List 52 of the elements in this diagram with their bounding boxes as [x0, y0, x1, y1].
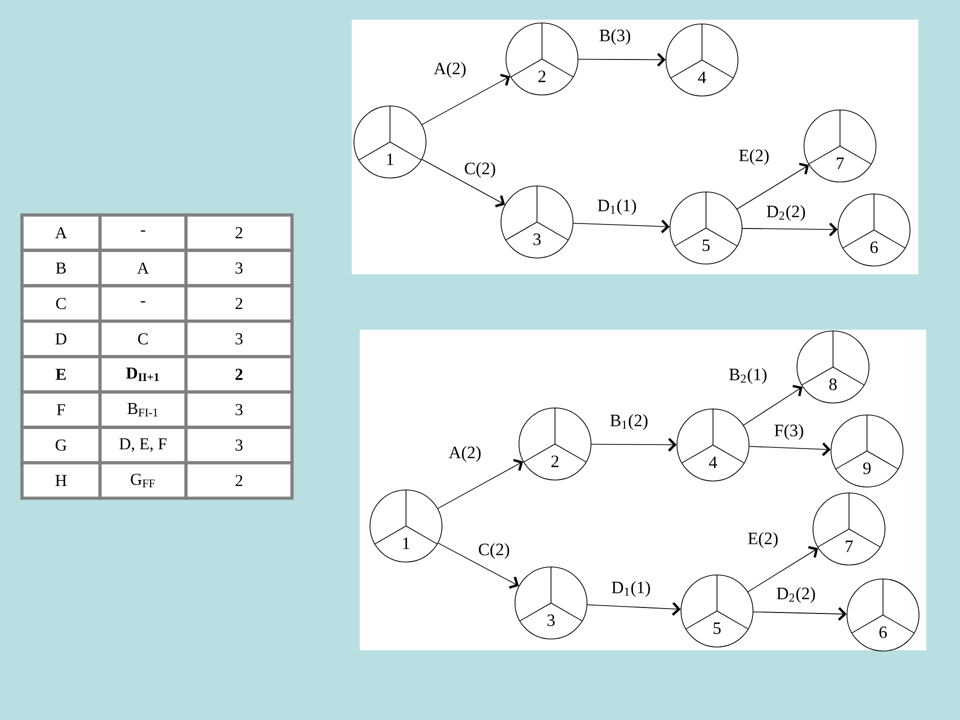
arrow: [578, 52, 666, 67]
table-cell: D$_{II+1}$: [98, 355, 188, 394]
table-cell: 3: [184, 426, 294, 464]
table-cell: H: [20, 461, 102, 500]
edge-label: B$_{1}$(2): [608, 412, 650, 432]
edge-label: B(3): [598, 28, 632, 46]
table-cell: 3: [184, 320, 294, 358]
table-cell: B$_{FI-1}$: [98, 390, 188, 429]
table-cell: A: [20, 213, 102, 252]
edge-label: B$_{2}$(1): [727, 366, 769, 386]
edge-label: D$_{1}$(1): [610, 580, 652, 598]
arrow: [438, 542, 519, 589]
arrow: [753, 607, 847, 621]
table-cell: B: [20, 248, 102, 288]
table-cell: 3: [184, 248, 294, 288]
table-cell: C: [20, 284, 102, 323]
table-cell: D, E, F: [98, 426, 188, 464]
edge-label: E(2): [737, 148, 771, 166]
edge-label: E(2): [746, 530, 780, 550]
arrow: [736, 162, 809, 210]
arrow: [742, 222, 838, 236]
edge-label: A(2): [447, 444, 483, 464]
edge-label: D$_{2}$(2): [764, 204, 808, 222]
arrow: [586, 602, 681, 616]
table-cell: -: [98, 284, 188, 323]
table-cell: A: [98, 248, 188, 288]
edge-label: C(2): [476, 542, 512, 560]
edge-label: F(3): [772, 422, 806, 442]
arrow: [422, 159, 506, 208]
arrow: [438, 458, 524, 509]
table-cell: G: [20, 426, 102, 464]
table-cell: -: [98, 213, 188, 252]
edge-label: D$_{2}$(2): [774, 586, 818, 604]
table-cell: 2: [184, 284, 294, 323]
table-cell: 2: [184, 461, 294, 500]
arrow: [591, 438, 677, 452]
table-cell: F: [20, 390, 102, 429]
table-cell: 2: [184, 213, 294, 252]
edge-label: A(2): [432, 60, 468, 80]
arrow: [743, 384, 802, 426]
table-cell: G$_{FF}$: [98, 461, 188, 500]
arrow: [422, 74, 510, 125]
arrow: [748, 442, 831, 456]
table-cell: 2: [184, 355, 294, 394]
edge-label: C(2): [462, 160, 498, 180]
table-cell: C: [98, 320, 188, 358]
table-cell: 3: [184, 390, 294, 429]
arrow: [748, 546, 818, 592]
table-cell: D: [20, 320, 102, 358]
arrow: [572, 220, 670, 234]
edge-label: D$_{1}$(1): [596, 198, 638, 216]
table-cell: E: [20, 355, 102, 394]
